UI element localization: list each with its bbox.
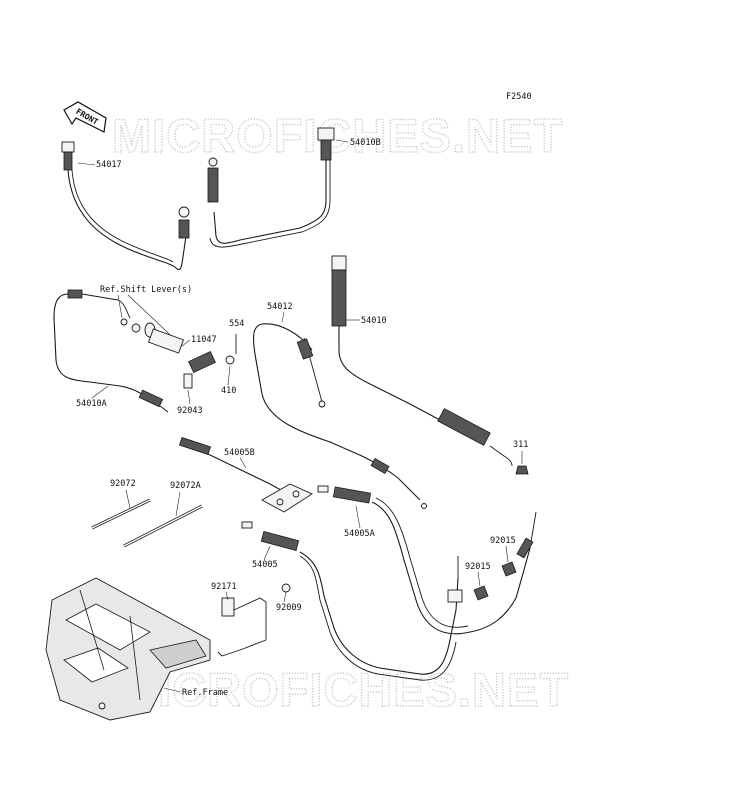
cable-54017 [61, 141, 190, 270]
nut-92015-a [501, 561, 517, 577]
label-54010B: 54010B [350, 138, 381, 148]
label-92015-a: 92015 [490, 536, 516, 546]
label-410: 410 [221, 386, 236, 396]
label-11047: 11047 [191, 335, 217, 345]
label-92015-b: 92015 [465, 562, 491, 572]
label-92043: 92043 [177, 406, 203, 416]
label-54010: 54010 [361, 316, 387, 326]
label-311: 311 [513, 440, 528, 450]
cable-54005A [317, 485, 537, 635]
label-54005B: 54005B [224, 448, 255, 458]
label-92072A: 92072A [170, 481, 201, 491]
label-54012: 54012 [267, 302, 293, 312]
label-54005A: 54005A [344, 529, 375, 539]
label-54005: 54005 [252, 560, 278, 570]
label-54017: 54017 [96, 160, 122, 170]
cable-bracket [261, 483, 313, 513]
cable-54012 [252, 323, 427, 509]
label-54010A: 54010A [76, 399, 107, 409]
watermark-top: MICROFICHES.NET [112, 109, 563, 162]
nut-92015-b [473, 585, 489, 601]
vehicle-frame [45, 577, 211, 721]
watermark-bottom: MICROFICHES.NET [118, 663, 569, 716]
label-92171: 92171 [211, 582, 237, 592]
front-arrow-icon: FRONT [63, 101, 107, 133]
cable-54010A [53, 289, 169, 413]
label-ref-frame: Ref.Frame [182, 688, 228, 698]
figure-code: F2540 [506, 92, 532, 102]
label-92009: 92009 [276, 603, 302, 613]
cable-54010 [331, 255, 529, 475]
shift-lever-parts [120, 318, 237, 389]
clamp-92171 [217, 597, 267, 657]
cable-54005 [241, 521, 463, 681]
label-92072: 92072 [110, 479, 136, 489]
bolt-92009 [281, 583, 291, 593]
cable-54010B [207, 127, 335, 248]
label-ref-shift-lever: Ref.Shift Lever(s) [100, 285, 192, 295]
cable-tie-92072 [91, 498, 151, 530]
label-554: 554 [229, 319, 244, 329]
cable-54005B [178, 437, 313, 513]
cable-tie-92072A [123, 504, 203, 548]
